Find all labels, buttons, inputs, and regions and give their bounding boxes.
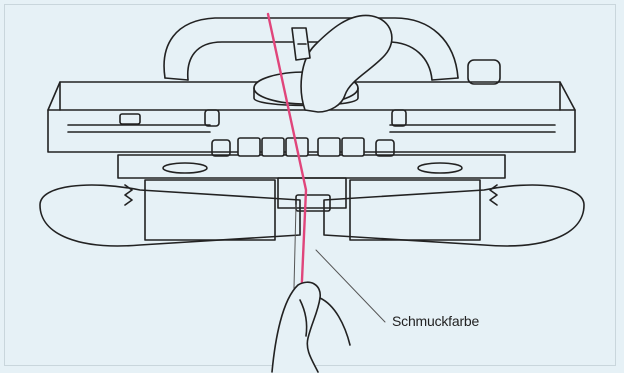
hand-lower	[272, 282, 350, 372]
annotation-label: Schmuckfarbe	[392, 313, 479, 329]
